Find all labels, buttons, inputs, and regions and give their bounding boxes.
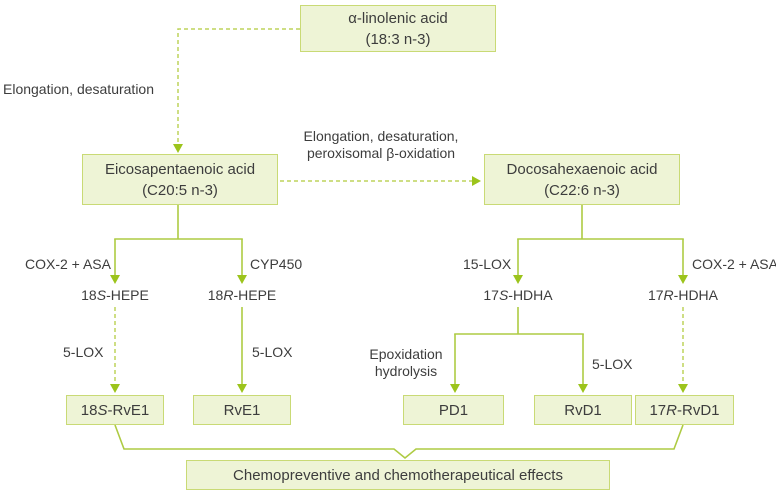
node-label: Chemopreventive and chemotherapeutical e…	[233, 466, 563, 484]
label-15-lox: 15-LOX	[463, 256, 512, 272]
arrow-ala-to-epa	[173, 28, 300, 153]
label-elongation-peroxisomal: Elongation, desaturation, peroxisomal β-…	[303, 128, 459, 161]
epa-branch-lines	[114, 205, 243, 240]
metabolite-18s-hepe: 18S-HEPE	[81, 287, 149, 303]
node-eicosapentaenoic-acid: Eicosapentaenoic acid (C20:5 n-3)	[82, 154, 278, 205]
node-label: RvD1	[564, 401, 602, 419]
node-effects: Chemopreventive and chemotherapeutical e…	[186, 460, 610, 490]
bracket-to-effects	[114, 424, 684, 460]
node-label: RvE1	[223, 401, 261, 419]
node-formula: (18:3 n-3)	[365, 30, 431, 48]
node-label: 18S-RvE1	[80, 401, 150, 419]
metabolite-17s-hdha: 17S-HDHA	[483, 287, 553, 303]
node-alpha-linolenic-acid: α-linolenic acid (18:3 n-3)	[300, 5, 496, 52]
dha-branch-lines	[517, 205, 684, 240]
node-17r-rvd1: 17R-RvD1	[635, 395, 734, 425]
node-label: 17R-RvD1	[649, 401, 720, 419]
node-18s-rve1: 18S-RvE1	[66, 395, 164, 425]
label-cox2-asa-right: COX-2 + ASA	[692, 256, 776, 272]
label-5-lox-right: 5-LOX	[592, 356, 633, 372]
node-rvd1: RvD1	[534, 395, 632, 425]
node-formula: (C20:5 n-3)	[142, 181, 218, 199]
metabolite-17r-hdha: 17R-HDHA	[647, 287, 719, 303]
node-title: α-linolenic acid	[348, 9, 448, 27]
node-title: Eicosapentaenoic acid	[104, 160, 256, 178]
label-cox2-asa-left: COX-2 + ASA	[25, 256, 111, 272]
label-cyp450: CYP450	[250, 256, 303, 272]
node-pd1: PD1	[403, 395, 504, 425]
node-formula: (C22:6 n-3)	[544, 181, 620, 199]
node-docosahexaenoic-acid: Docosahexaenoic acid (C22:6 n-3)	[484, 154, 680, 205]
node-title: Docosahexaenoic acid	[506, 160, 658, 178]
hdha-branch-lines	[454, 307, 584, 335]
label-5-lox-left: 5-LOX	[63, 344, 104, 360]
label-5-lox-mid: 5-LOX	[252, 344, 293, 360]
node-rve1: RvE1	[193, 395, 291, 425]
metabolite-18r-hepe: 18R-HEPE	[207, 287, 277, 303]
node-label: PD1	[438, 401, 469, 419]
label-elongation-desaturation: Elongation, desaturation	[3, 81, 154, 97]
label-epoxidation-hydrolysis: Epoxidation hydrolysis	[369, 346, 443, 379]
